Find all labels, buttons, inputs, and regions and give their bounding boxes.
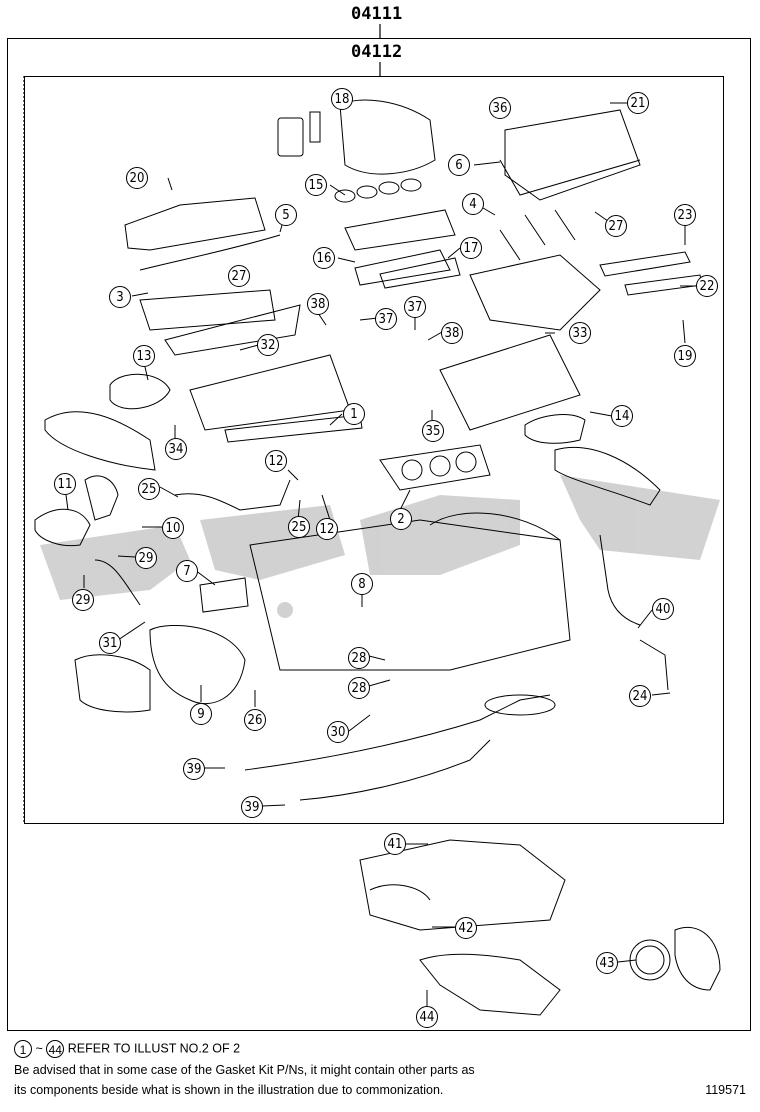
callout-16: 16 bbox=[313, 247, 335, 269]
callout-33: 33 bbox=[569, 322, 591, 344]
note-line-2: its components beside what is shown in t… bbox=[14, 1083, 444, 1097]
parts-sketches bbox=[34, 99, 721, 1016]
callout-14: 14 bbox=[611, 405, 633, 427]
callout-24: 24 bbox=[629, 685, 651, 707]
callout-27a: 27 bbox=[228, 265, 250, 287]
callout-25a: 25 bbox=[138, 478, 160, 500]
ref-tilde: ~ bbox=[35, 1041, 43, 1056]
callout-28b: 28 bbox=[348, 677, 370, 699]
callout-36: 36 bbox=[489, 97, 511, 119]
callout-44: 44 bbox=[416, 1006, 438, 1028]
callout-1: 1 bbox=[343, 403, 365, 425]
callout-30: 30 bbox=[327, 721, 349, 743]
callout-9: 9 bbox=[190, 703, 212, 725]
ref-from-circle: 1 bbox=[14, 1040, 32, 1058]
callout-8: 8 bbox=[351, 573, 373, 595]
callout-3: 3 bbox=[109, 286, 131, 308]
callout-19: 19 bbox=[674, 345, 696, 367]
callout-23: 23 bbox=[674, 204, 696, 226]
callout-12b: 12 bbox=[316, 518, 338, 540]
ref-text: REFER TO ILLUST NO.2 OF 2 bbox=[67, 1041, 241, 1056]
outer-kit-frame bbox=[7, 38, 751, 1031]
kit-code-outer: 04111 bbox=[351, 4, 403, 24]
callout-6: 6 bbox=[448, 154, 470, 176]
callout-26: 26 bbox=[244, 709, 266, 731]
callout-32: 32 bbox=[257, 334, 279, 356]
callout-42: 42 bbox=[455, 917, 477, 939]
callout-15: 15 bbox=[305, 174, 327, 196]
callout-28a: 28 bbox=[348, 647, 370, 669]
callout-11: 11 bbox=[54, 473, 76, 495]
callout-41: 41 bbox=[384, 833, 406, 855]
illustration-number: 119571 bbox=[705, 1083, 746, 1097]
callout-13: 13 bbox=[133, 345, 155, 367]
callout-12a: 12 bbox=[265, 450, 287, 472]
callout-39b: 39 bbox=[241, 796, 263, 818]
kit-code-inner: 04112 bbox=[351, 42, 403, 62]
reference-note: 1 ~ 44 REFER TO ILLUST NO.2 OF 2 bbox=[14, 1040, 240, 1058]
callout-29a: 29 bbox=[135, 547, 157, 569]
callout-37b: 37 bbox=[404, 296, 426, 318]
callout-10: 10 bbox=[162, 517, 184, 539]
callout-5: 5 bbox=[275, 204, 297, 226]
callout-4: 4 bbox=[462, 193, 484, 215]
callout-43: 43 bbox=[596, 952, 618, 974]
callout-7: 7 bbox=[176, 560, 198, 582]
callout-38b: 38 bbox=[441, 322, 463, 344]
callout-39a: 39 bbox=[183, 758, 205, 780]
callout-18: 18 bbox=[331, 88, 353, 110]
callout-40: 40 bbox=[652, 598, 674, 620]
callout-34: 34 bbox=[165, 438, 187, 460]
callout-17: 17 bbox=[460, 237, 482, 259]
callout-25b: 25 bbox=[288, 516, 310, 538]
ref-to-circle: 44 bbox=[46, 1040, 65, 1058]
callout-37a: 37 bbox=[375, 308, 397, 330]
callout-20: 20 bbox=[126, 167, 148, 189]
callout-2: 2 bbox=[390, 508, 412, 530]
callout-22: 22 bbox=[696, 275, 718, 297]
note-line-1: Be advised that in some case of the Gask… bbox=[14, 1063, 475, 1077]
callout-29b: 29 bbox=[72, 589, 94, 611]
callout-21: 21 bbox=[627, 92, 649, 114]
callout-38a: 38 bbox=[307, 293, 329, 315]
callout-35: 35 bbox=[422, 420, 444, 442]
callout-31: 31 bbox=[99, 632, 121, 654]
callout-27b: 27 bbox=[605, 215, 627, 237]
